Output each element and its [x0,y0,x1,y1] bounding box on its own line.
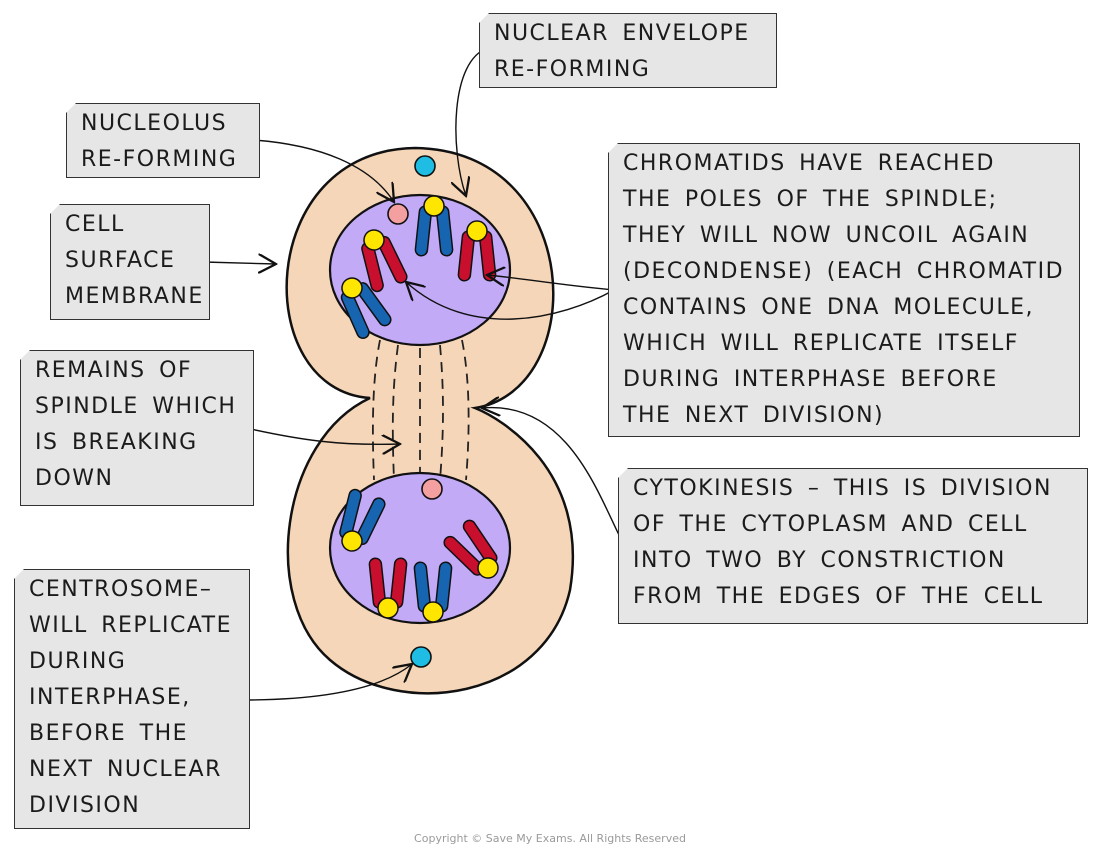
centromere [422,601,444,623]
centromere [466,220,488,242]
chromosome [368,557,408,619]
chromosome [413,561,453,623]
label-spindle: REMAINS OF SPINDLE WHICH IS BREAKING DOW… [20,350,254,506]
arrow-nuclear-envelope [456,47,489,196]
spindle-remnant [371,339,470,481]
label-cell-membrane: CELL SURFACE MEMBRANE [50,204,210,320]
label-cytokinesis: CYTOKINESIS – THIS IS DIVISION OF THE CY… [618,468,1088,624]
copyright-notice: Copyright © Save My Exams. All Rights Re… [414,832,686,845]
label-nucleolus: NUCLEOLUS RE-FORMING [66,103,260,178]
arrow-cytokinesis [482,408,625,546]
chromosome [339,488,386,552]
arrow-spindle [245,427,400,444]
label-chromatids: CHROMATIDS HAVE REACHED THE POLES OF THE… [608,143,1080,437]
chromosome [340,277,392,339]
chromosome [443,519,499,579]
centrosome-top [414,155,436,177]
centromere [341,277,363,299]
centrosome-bottom [410,646,432,668]
centromere [477,557,499,579]
chromosomes [339,195,499,623]
nucleolus-bottom [421,478,443,500]
chromosome [457,220,497,282]
centromere [423,195,445,217]
arrow-cell-membrane [203,262,276,264]
chromosome [414,195,454,257]
arrow-chromatids-a [487,275,615,291]
chromosome [361,229,408,293]
arrow-nucleolus [253,139,394,202]
nucleolus-top [387,203,409,225]
centromere [341,530,363,552]
label-centrosome: CENTROSOME– WILL REPLICATE DURING INTERP… [14,569,250,829]
centromere [377,597,399,619]
arrow-chromatids-b [406,282,615,320]
centromere [363,229,385,251]
label-nuclear-envelope: NUCLEAR ENVELOPE RE-FORMING [479,13,777,88]
arrow-centrosome [241,664,412,701]
